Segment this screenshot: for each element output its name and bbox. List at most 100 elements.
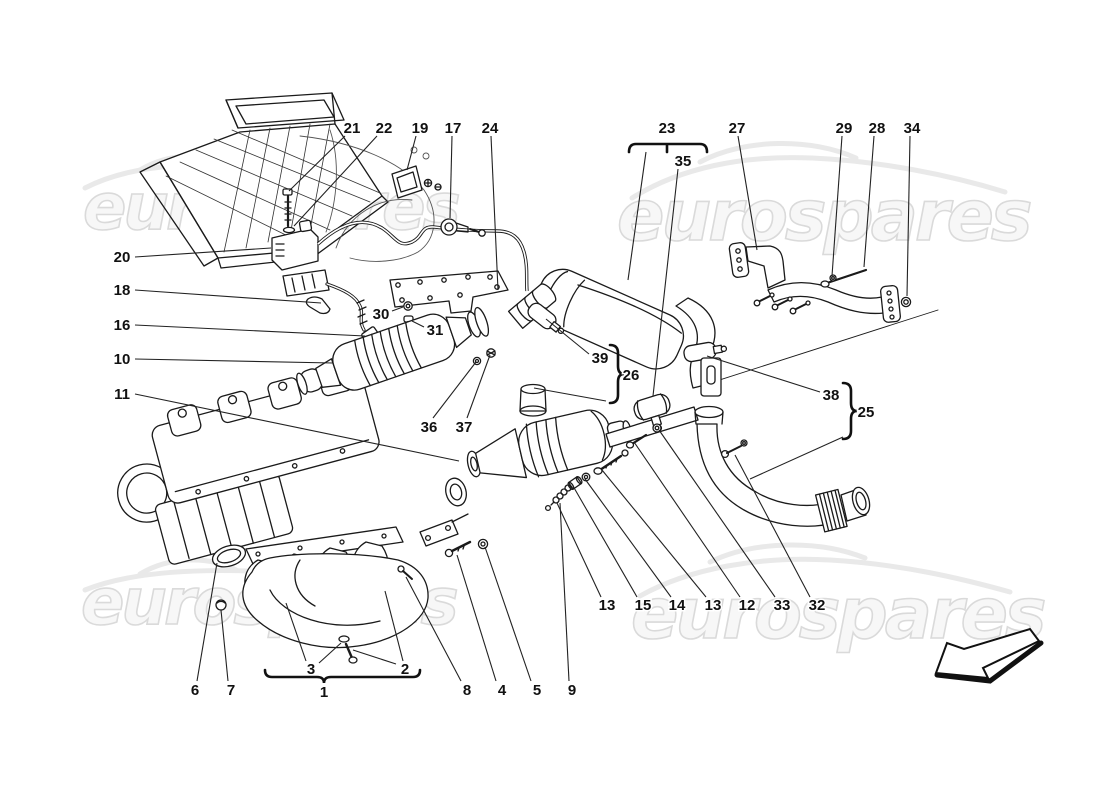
tail-pipe-drawing xyxy=(605,393,871,533)
leader-line-36 xyxy=(432,361,477,419)
callout-27-7[interactable]: 27 xyxy=(727,119,747,139)
group-brace xyxy=(841,381,858,441)
callout-18-12[interactable]: 18 xyxy=(112,281,132,301)
callout-15-25[interactable]: 15 xyxy=(633,596,653,616)
callout-35-6[interactable]: 35 xyxy=(673,152,693,172)
group-braces-layer xyxy=(263,142,858,684)
leader-line-4 xyxy=(456,554,497,682)
leader-line-33 xyxy=(658,429,776,598)
group-brace xyxy=(627,142,709,154)
leader-line-11 xyxy=(134,393,460,462)
muffler-drawing xyxy=(507,268,728,417)
callout-23-5[interactable]: 23 xyxy=(657,119,677,139)
leader-line-7 xyxy=(220,609,229,682)
leader-line-25 xyxy=(749,436,844,480)
callout-11-15[interactable]: 11 xyxy=(113,385,132,405)
callout-19-2[interactable]: 19 xyxy=(410,119,430,139)
callout-37-21[interactable]: 37 xyxy=(454,418,474,438)
rear-catalyst-drawing xyxy=(445,409,632,507)
callout-26-19[interactable]: 26 xyxy=(621,366,641,386)
watermark-text: eurospares xyxy=(617,175,1031,257)
callout-22-1[interactable]: 22 xyxy=(374,119,394,139)
leader-line-13 xyxy=(556,502,602,598)
leader-line-6 xyxy=(196,562,218,682)
callout-34-10[interactable]: 34 xyxy=(902,119,922,139)
callout-36-20[interactable]: 36 xyxy=(419,418,439,438)
callout-20-11[interactable]: 20 xyxy=(112,248,132,268)
callout-30-16[interactable]: 30 xyxy=(371,305,391,325)
purge-valve-drawing xyxy=(271,188,330,297)
leader-line-32 xyxy=(734,454,811,598)
callout-7-32[interactable]: 7 xyxy=(225,681,236,701)
leader-line-16 xyxy=(134,324,366,337)
leader-line-20 xyxy=(134,247,272,258)
callout-21-0[interactable]: 21 xyxy=(342,119,362,139)
leader-line-37 xyxy=(466,354,491,419)
callout-2-34[interactable]: 2 xyxy=(399,660,410,680)
leader-line-9 xyxy=(559,502,570,682)
undertray-panel-drawing xyxy=(139,92,389,269)
callout-38-22[interactable]: 38 xyxy=(821,386,841,406)
watermark-text: eurospares xyxy=(631,573,1045,655)
leader-line-31 xyxy=(411,320,425,328)
leader-line-23 xyxy=(627,151,647,281)
group-brace xyxy=(263,668,422,684)
leader-line-15 xyxy=(572,485,638,598)
callout-28-9[interactable]: 28 xyxy=(867,119,887,139)
callout-13-27[interactable]: 13 xyxy=(703,596,723,616)
leader-line-28 xyxy=(863,135,875,268)
leader-line-18 xyxy=(134,289,322,304)
wedge-bracket-drawing xyxy=(391,165,442,199)
group-brace xyxy=(608,343,625,405)
leader-line-30 xyxy=(391,306,404,312)
leader-line-22 xyxy=(293,135,378,227)
leader-line-38 xyxy=(706,355,821,393)
leader-line-35 xyxy=(652,168,679,397)
leader-line-19 xyxy=(406,135,417,171)
leader-line-12 xyxy=(633,441,741,598)
callout-6-31[interactable]: 6 xyxy=(189,681,200,701)
leader-line-3 xyxy=(285,602,307,662)
rubber-mount-drawing xyxy=(519,383,547,417)
leader-line-14 xyxy=(584,478,672,598)
leader-line-3 xyxy=(318,642,342,664)
callout-5-38[interactable]: 5 xyxy=(531,681,542,701)
callout-13-24[interactable]: 13 xyxy=(597,596,617,616)
direction-arrow xyxy=(934,627,1044,684)
front-catalyst-drawing xyxy=(296,306,496,395)
callout-32-30[interactable]: 32 xyxy=(807,596,827,616)
callout-29-8[interactable]: 29 xyxy=(834,119,854,139)
leader-lines-layer xyxy=(134,135,911,682)
callout-8-36[interactable]: 8 xyxy=(461,681,472,701)
callout-4-37[interactable]: 4 xyxy=(496,681,508,701)
callout-12-28[interactable]: 12 xyxy=(737,596,757,616)
leader-line-21 xyxy=(288,135,346,192)
callout-24-4[interactable]: 24 xyxy=(480,119,500,139)
callout-31-17[interactable]: 31 xyxy=(425,321,445,341)
callout-9-39[interactable]: 9 xyxy=(566,681,577,701)
callout-17-3[interactable]: 17 xyxy=(443,119,463,139)
callout-14-26[interactable]: 14 xyxy=(667,596,687,616)
leader-line-27 xyxy=(737,135,758,251)
exhaust-manifold-drawing xyxy=(211,513,489,664)
leader-line-24 xyxy=(490,135,499,291)
callout-25-23[interactable]: 25 xyxy=(856,403,876,423)
harness-pipe-drawing xyxy=(316,220,529,292)
leader-line-13 xyxy=(601,469,707,598)
support-bracket-drawing xyxy=(728,242,912,323)
callout-33-29[interactable]: 33 xyxy=(772,596,792,616)
callout-3-33[interactable]: 3 xyxy=(305,660,316,680)
callout-39-18[interactable]: 39 xyxy=(590,349,610,369)
leader-line-26 xyxy=(533,387,607,402)
speed-sensor-drawing xyxy=(440,218,486,237)
leader-line-39 xyxy=(545,318,590,355)
assembly-reference-line xyxy=(706,309,939,385)
callout-16-13[interactable]: 16 xyxy=(112,316,132,336)
callout-10-14[interactable]: 10 xyxy=(112,350,132,370)
leader-line-5 xyxy=(484,546,532,682)
leader-line-17 xyxy=(449,135,453,219)
callout-1-35[interactable]: 1 xyxy=(318,683,329,703)
